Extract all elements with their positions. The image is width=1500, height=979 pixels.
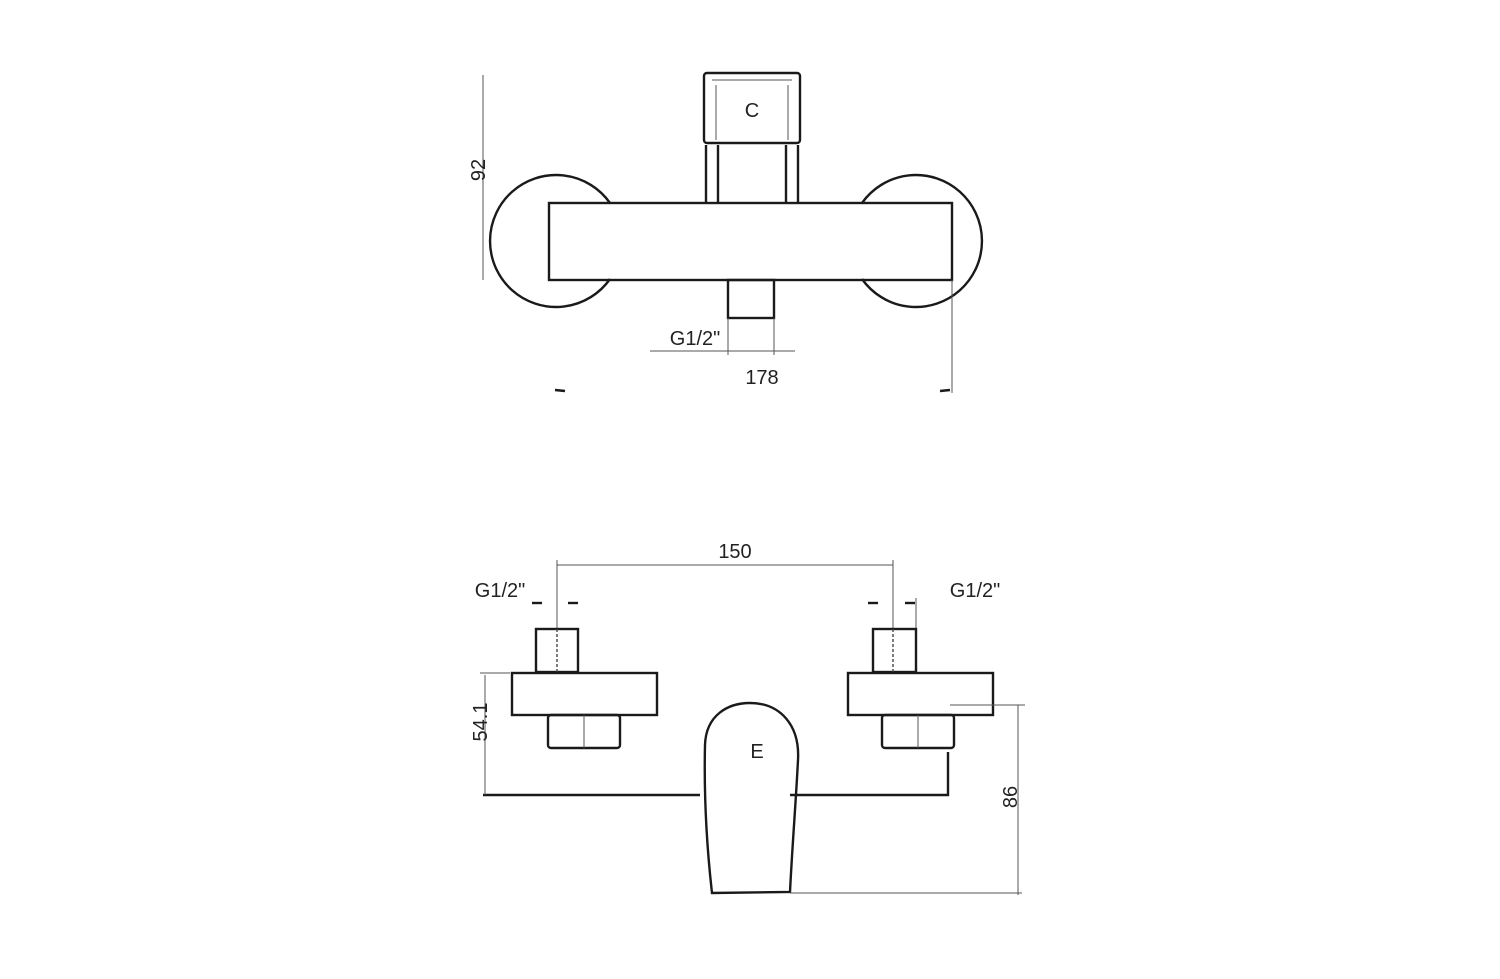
arrow-tick [939,388,951,393]
lever-handle [703,701,800,895]
left-wall-flange [488,173,611,309]
handle-cap [702,71,802,145]
left-nut [546,713,622,750]
outlet-thread-label: G1/2" [670,328,720,350]
right-inlet-thread-label: G1/2" [950,580,1000,602]
top-view: 92 C G1/2" 178 [468,71,984,393]
left-inlet-thread-label: G1/2" [475,580,525,602]
body-height-label: 86 [1000,786,1022,808]
mixer-body [547,201,954,282]
left-flange [510,671,659,717]
right-inlet-pipe [871,627,918,674]
inlet-spacing-label: 150 [718,541,751,563]
handle-mark: C [745,100,759,122]
front-view: 150 G1/2" G1/2" E 54.1 86 [470,541,1025,895]
right-nut [880,713,956,750]
outlet-spout [726,278,776,320]
inlet-height-label: 54.1 [470,703,492,742]
arrow-tick [554,388,566,393]
height-dimension-label: 92 [468,159,490,181]
right-flange [846,671,995,717]
body-bottom-right [790,752,950,797]
right-wall-flange [861,173,984,309]
width-dimension-label: 178 [745,367,778,389]
lever-logo: E [750,741,763,763]
